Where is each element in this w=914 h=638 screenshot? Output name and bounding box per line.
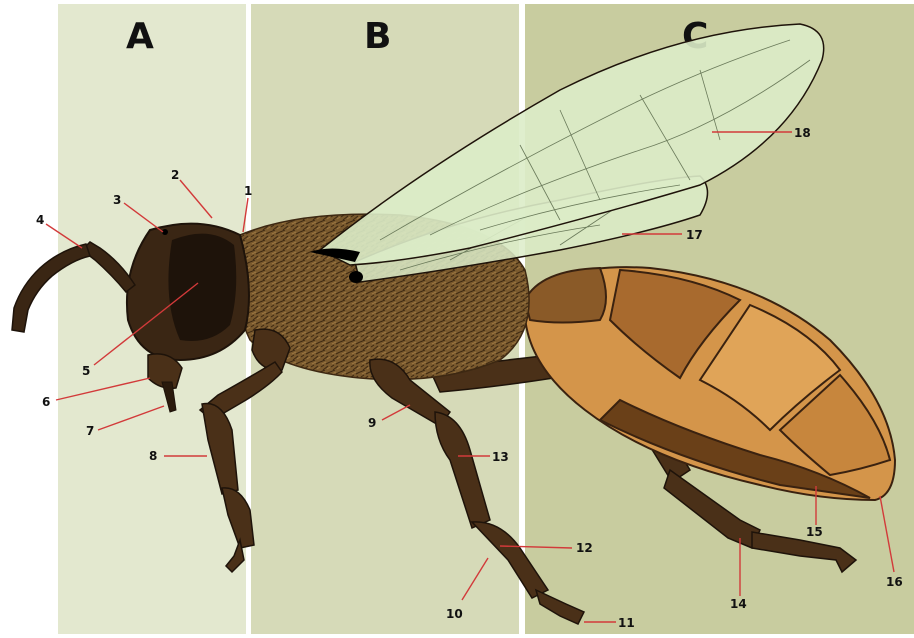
section-label-b: B [364, 16, 391, 57]
label-15: 15 [806, 525, 823, 539]
label-3: 3 [113, 193, 121, 207]
label-10: 10 [446, 607, 463, 621]
label-18: 18 [794, 126, 811, 140]
label-7: 7 [86, 424, 94, 438]
label-14: 14 [730, 597, 747, 611]
label-16: 16 [886, 575, 903, 589]
label-8: 8 [149, 449, 157, 463]
label-17: 17 [686, 228, 703, 242]
label-13: 13 [492, 450, 509, 464]
label-11: 11 [618, 616, 635, 630]
label-1: 1 [244, 184, 252, 198]
label-9: 9 [368, 416, 376, 430]
label-4: 4 [36, 213, 44, 227]
label-12: 12 [576, 541, 593, 555]
label-2: 2 [171, 168, 179, 182]
section-label-a: A [126, 16, 154, 57]
label-6: 6 [42, 395, 50, 409]
label-5: 5 [82, 364, 90, 378]
